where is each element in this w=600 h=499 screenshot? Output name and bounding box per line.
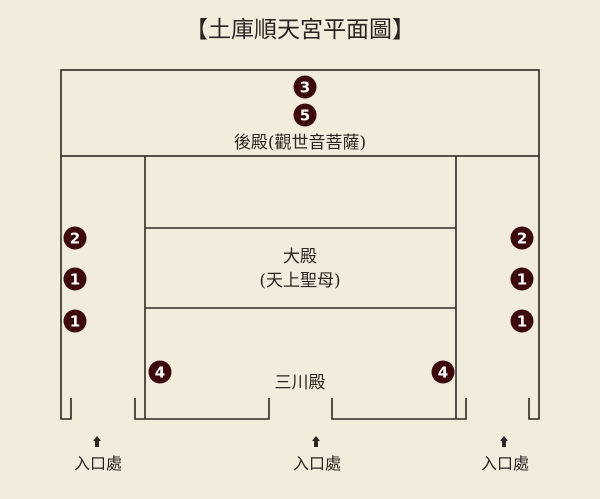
marker-1-left-b: 1 <box>63 309 87 333</box>
svg-text:2: 2 <box>70 230 80 248</box>
svg-text:1: 1 <box>70 271 80 289</box>
svg-text:4: 4 <box>438 364 448 382</box>
main-hall-deity-label: (天上聖母) <box>259 271 340 291</box>
front-right-wall <box>331 398 467 420</box>
front-left-wall <box>134 398 270 420</box>
marker-3: 3 <box>293 75 317 99</box>
plan-title: 【土庫順天宮平面圖】 <box>185 17 415 43</box>
entrance-center: 入口處 <box>293 436 341 473</box>
marker-4-left: 4 <box>148 360 172 384</box>
walls <box>60 69 540 420</box>
svg-text:1: 1 <box>70 313 80 331</box>
marker-5: 5 <box>293 103 317 127</box>
svg-text:1: 1 <box>517 271 527 289</box>
svg-text:3: 3 <box>300 79 310 97</box>
marker-2-left: 2 <box>63 226 87 250</box>
marker-1-right-b: 1 <box>510 309 534 333</box>
marker-4-right: 4 <box>431 360 455 384</box>
entrance-left: 入口處 <box>74 436 122 473</box>
svg-text:1: 1 <box>517 313 527 331</box>
marker-1-right-a: 1 <box>510 267 534 291</box>
front-hall-label: 三川殿 <box>275 373 326 393</box>
left-outer-wall <box>60 156 72 420</box>
marker-2-right: 2 <box>510 226 534 250</box>
arrow-up-icon <box>500 436 508 447</box>
entrance-right: 入口處 <box>481 436 529 473</box>
marker-1-left-a: 1 <box>63 267 87 291</box>
svg-text:4: 4 <box>155 364 165 382</box>
rear-hall-label: 後殿(觀世音菩薩) <box>234 133 366 153</box>
svg-text:2: 2 <box>517 230 527 248</box>
right-outer-wall <box>528 156 540 420</box>
svg-text:5: 5 <box>300 107 310 125</box>
rear-hall-wall <box>60 69 540 157</box>
main-hall-label: 大殿 <box>283 247 317 267</box>
entrance-label: 入口處 <box>293 454 341 473</box>
entrance-label: 入口處 <box>481 454 529 473</box>
arrow-up-icon <box>312 436 320 447</box>
entrance-label: 入口處 <box>74 454 122 473</box>
arrow-up-icon <box>93 436 101 447</box>
